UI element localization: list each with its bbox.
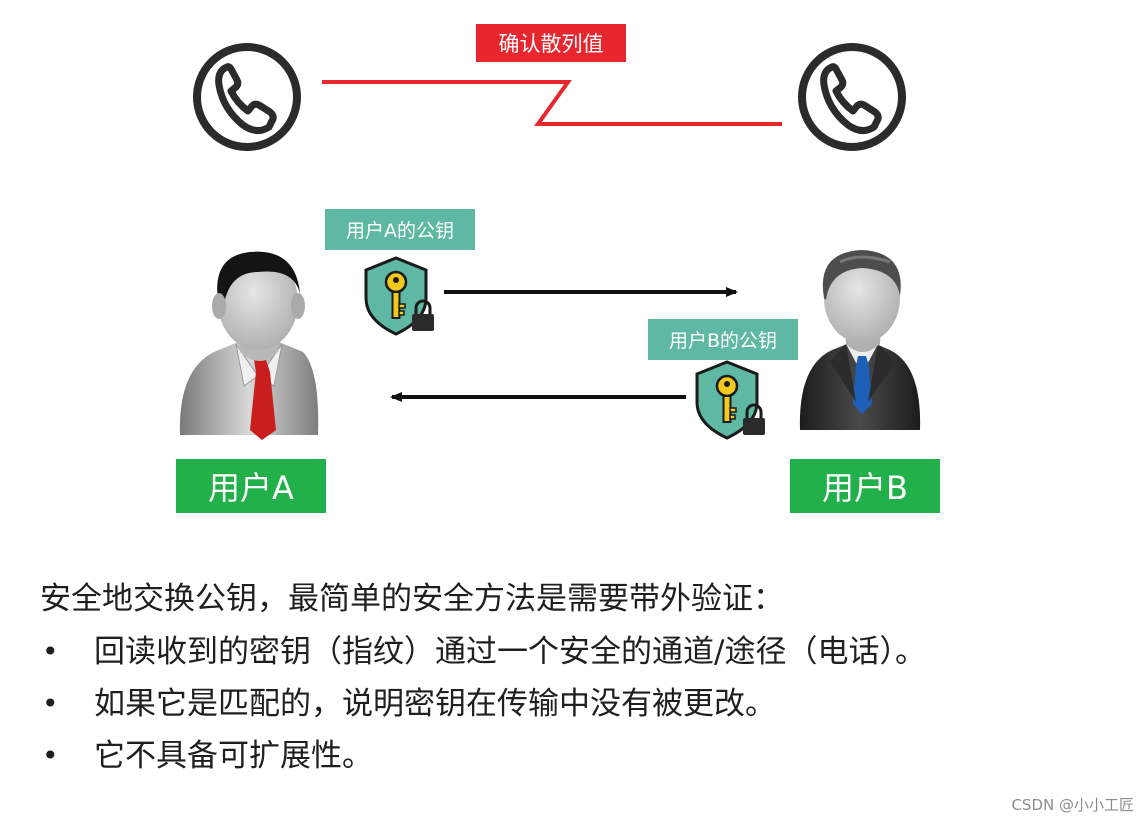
intro-sentence: 安全地交换公钥，最简单的安全方法是需要带外验证： — [40, 581, 784, 617]
shield-key-lock-icon-b — [695, 360, 767, 440]
bullet-text: 回读收到的密钥（指纹）通过一个安全的通道/途径（电话）。 — [94, 634, 926, 670]
pubkey-b-label: 用户B的公钥 — [648, 319, 798, 360]
bullet-text: 它不具备可扩展性。 — [94, 738, 373, 774]
phone-connection-line — [322, 80, 782, 126]
explanation-text: 安全地交换公钥，最简单的安全方法是需要带外验证： • 回读收到的密钥（指纹）通过一… — [40, 578, 1140, 782]
list-item: • 它不具备可扩展性。 — [40, 730, 1140, 782]
list-item: • 回读收到的密钥（指纹）通过一个安全的通道/途径（电话）。 — [40, 626, 1140, 678]
user-b-label: 用户B — [790, 459, 940, 513]
bullet-dot: • — [42, 635, 59, 668]
phone-icon-right — [802, 47, 902, 147]
phone-icon-left — [197, 47, 297, 147]
shield-key-lock-icon-a — [364, 256, 436, 336]
person-icon-user-a — [179, 251, 319, 440]
bullet-list: • 回读收到的密钥（指纹）通过一个安全的通道/途径（电话）。 • 如果它是匹配的，说… — [40, 626, 1140, 782]
bullet-text: 如果它是匹配的，说明密钥在传输中没有被更改。 — [94, 686, 776, 722]
pubkey-a-label: 用户A的公钥 — [325, 209, 475, 250]
hash-confirm-label: 确认散列值 — [476, 24, 626, 62]
diagram — [179, 0, 921, 440]
user-a-label: 用户A — [176, 459, 326, 513]
businessman-icon-user-b — [799, 250, 921, 430]
bullet-dot: • — [42, 739, 59, 772]
list-item: • 如果它是匹配的，说明密钥在传输中没有被更改。 — [40, 678, 1140, 730]
watermark: CSDN @小小工匠 — [1011, 796, 1134, 814]
bullet-dot: • — [42, 687, 59, 720]
